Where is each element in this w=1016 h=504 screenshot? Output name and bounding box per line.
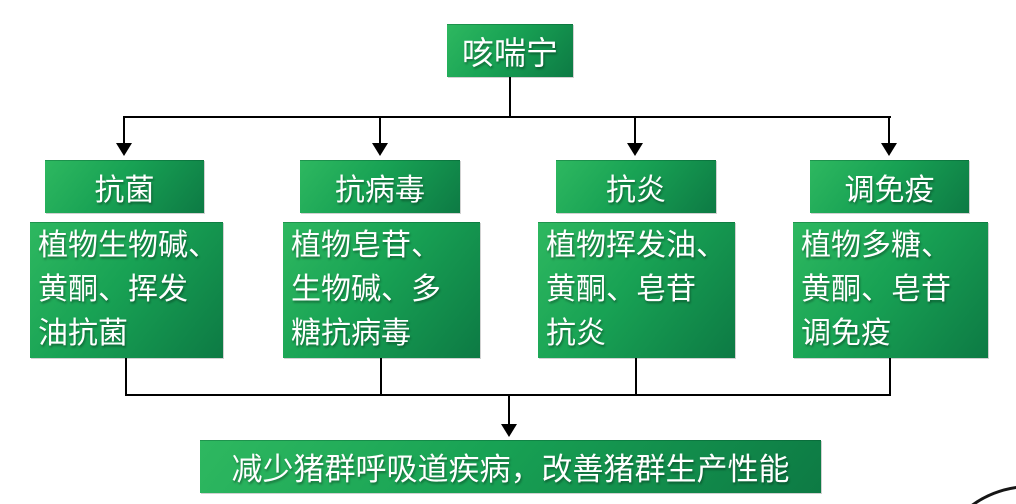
arrow-down-icon — [372, 143, 388, 156]
desc-node-antiviral: 植物皂苷、 生物碱、多 糖抗病毒 — [283, 222, 480, 358]
arrow-down-icon — [116, 143, 132, 156]
outcome-node: 减少猪群呼吸道疾病，改善猪群生产性能 — [200, 440, 821, 493]
desc-node-antibacterial: 植物生物碱、 黄酮、挥发 油抗菌 — [30, 222, 223, 358]
connector-rise-antiviral — [380, 358, 382, 396]
circle-arc-decoration — [930, 485, 1016, 504]
desc-line: 调免疫 — [801, 317, 891, 350]
arrow-down-icon — [501, 424, 517, 437]
connector-drop-antibacterial — [123, 116, 125, 145]
connector-drop-antiinflammatory — [634, 116, 636, 145]
connector-rise-antiinflammatory — [635, 358, 637, 396]
connector-top-rail — [124, 116, 891, 118]
desc-line: 植物多糖、 — [801, 229, 951, 262]
desc-line: 糖抗病毒 — [291, 317, 411, 350]
desc-node-antiinflammatory: 植物挥发油、 黄酮、皂苷 抗炎 — [538, 222, 735, 358]
connector-rise-antibacterial — [125, 358, 127, 396]
branch-node-immune: 调免疫 — [810, 160, 969, 213]
desc-line: 生物碱、多 — [291, 273, 441, 306]
desc-line: 黄酮、皂苷 — [546, 273, 696, 306]
root-node-kechuanning: 咳喘宁 — [447, 24, 573, 77]
connector-rise-immune — [889, 358, 891, 396]
connector-drop-immune — [888, 116, 890, 145]
connector-outcome-stem — [508, 394, 510, 425]
desc-line: 黄酮、挥发 — [38, 273, 188, 306]
desc-line: 植物生物碱、 — [38, 229, 218, 262]
branch-node-antiviral: 抗病毒 — [300, 160, 460, 213]
connector-drop-antiviral — [379, 116, 381, 145]
arrow-down-icon — [627, 143, 643, 156]
desc-line: 植物挥发油、 — [546, 229, 726, 262]
desc-line: 植物皂苷、 — [291, 229, 441, 262]
desc-node-immune: 植物多糖、 黄酮、皂苷 调免疫 — [793, 222, 988, 358]
branch-node-antibacterial: 抗菌 — [45, 160, 204, 213]
connector-root-stem — [509, 77, 511, 118]
branch-node-antiinflammatory: 抗炎 — [556, 160, 716, 213]
desc-line: 油抗菌 — [38, 317, 128, 350]
desc-line: 抗炎 — [546, 317, 606, 350]
arrow-down-icon — [881, 143, 897, 156]
desc-line: 黄酮、皂苷 — [801, 273, 951, 306]
